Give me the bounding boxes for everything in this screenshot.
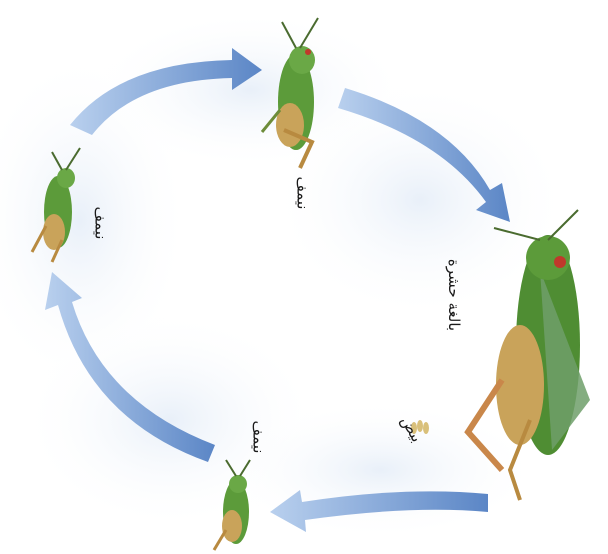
label-nymph-bottom: نيمف xyxy=(249,421,267,454)
label-nymph-top: نيمف xyxy=(293,177,311,210)
label-nymph-left: نيمف xyxy=(91,207,109,240)
label-adult: بالغة حشرة xyxy=(445,259,463,331)
